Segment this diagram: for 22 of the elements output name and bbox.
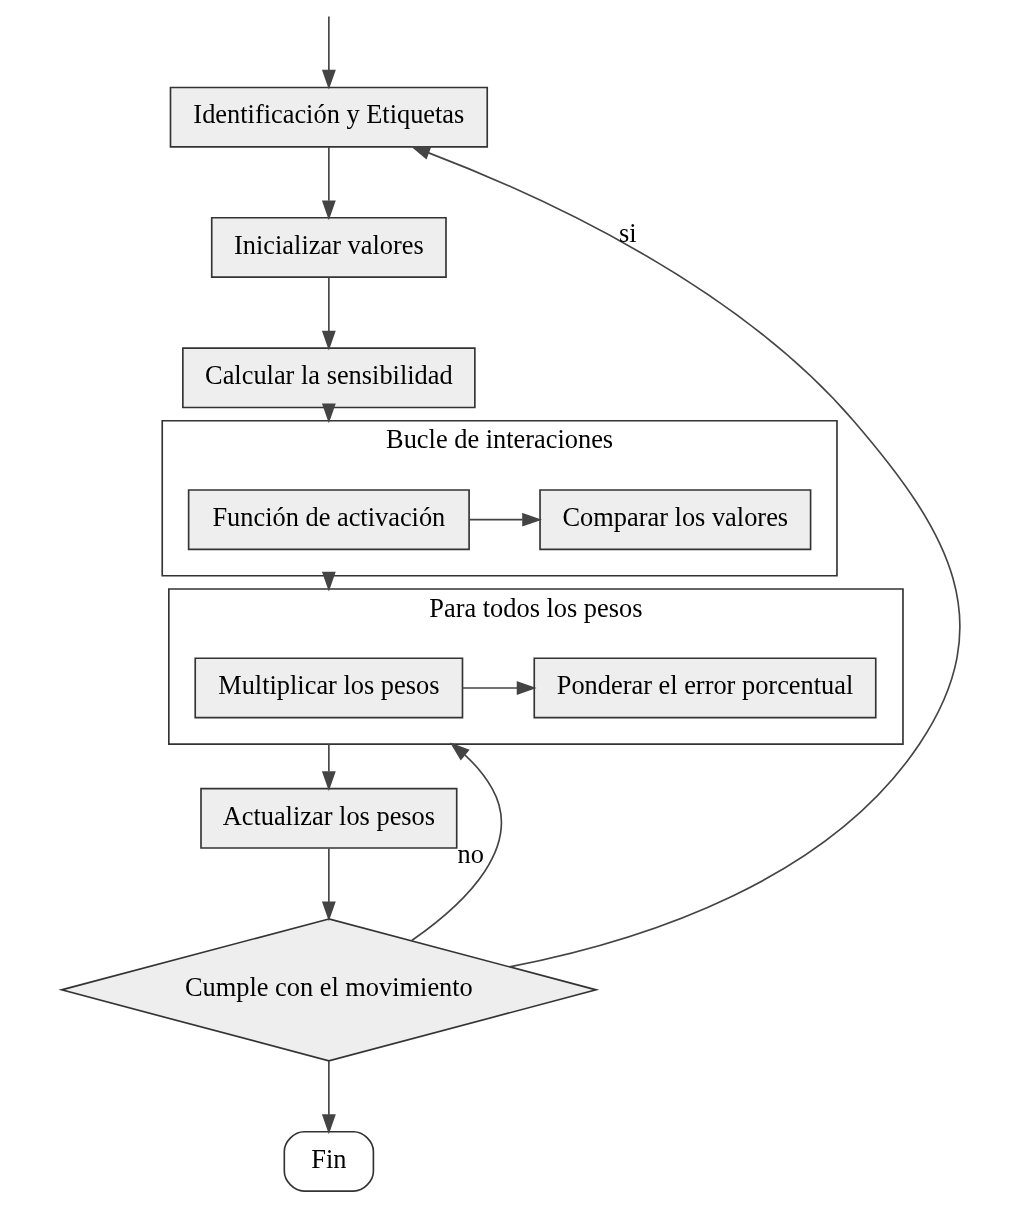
arrow — [321, 146, 336, 221]
arrow — [468, 512, 542, 527]
node-box: Actualizar los pesos — [199, 787, 458, 849]
arrow — [321, 743, 336, 792]
node-box: Fin — [283, 1130, 374, 1192]
node-box: Ponderar el error porcentual — [532, 657, 877, 719]
arrow — [321, 15, 336, 90]
node-box: Inicializar valores — [210, 216, 447, 278]
edge-label: si — [618, 217, 637, 248]
arrow — [461, 681, 537, 695]
arrow — [321, 847, 336, 922]
edge-label: no — [457, 838, 484, 869]
node-diamond: Cumple con el movimiento — [57, 918, 599, 1062]
node-box: Función de activación — [187, 489, 470, 551]
arrow — [321, 1060, 336, 1135]
arrow — [409, 146, 961, 968]
arrow — [321, 276, 336, 351]
arrow — [321, 403, 336, 424]
arrow — [410, 742, 502, 942]
node-box: Multiplicar los pesos — [193, 657, 463, 719]
node-box: Identificación y Etiquetas — [169, 86, 488, 148]
node-box: Comparar los valores — [538, 489, 811, 551]
